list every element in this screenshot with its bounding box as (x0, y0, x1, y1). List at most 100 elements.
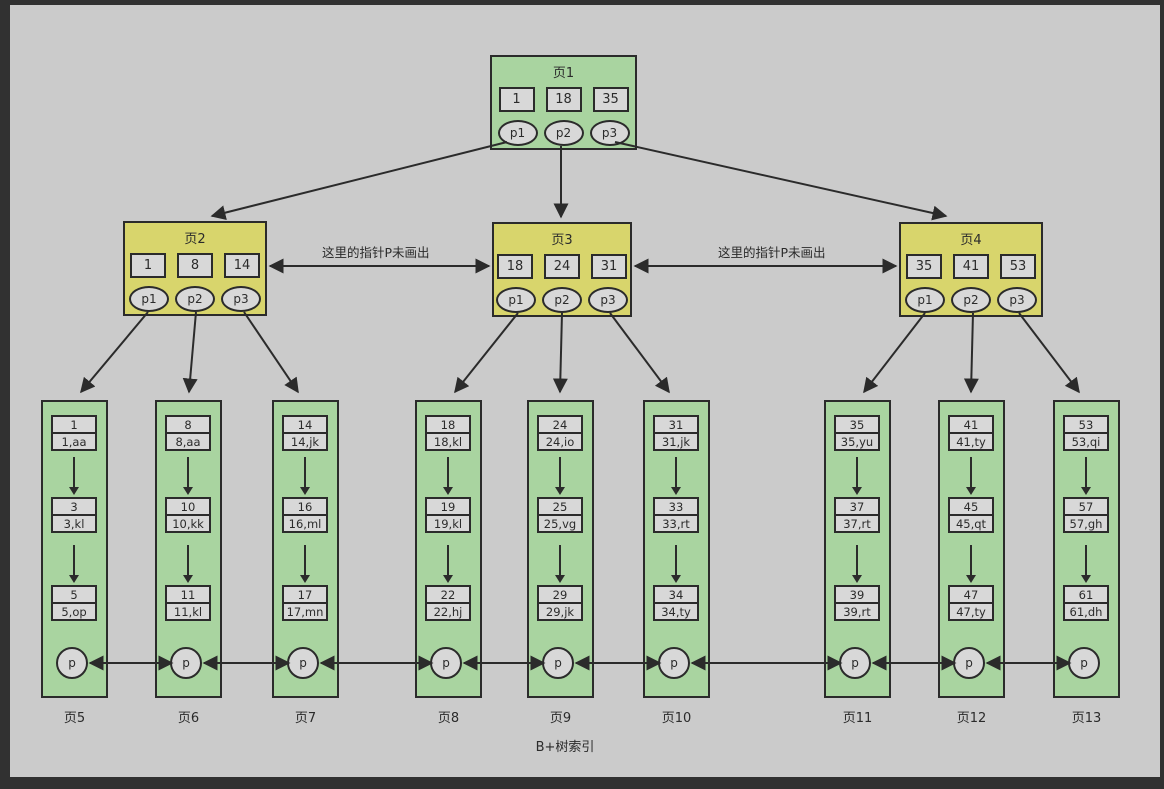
record-link-arrow (443, 457, 453, 495)
record-value-cell: 29,jk (537, 602, 583, 621)
record-link-arrow (69, 457, 79, 495)
pointer-oval: p2 (542, 287, 582, 313)
leaf-record: 47 47,ty (948, 585, 994, 621)
key-cell: 18 (545, 87, 582, 112)
key-cell: 1 (130, 253, 166, 278)
leaf-pointer-circle: p (1068, 647, 1100, 679)
leaf-pointer-circle: p (658, 647, 690, 679)
leaf-page-node-13: 53 53,qi 57 57,gh 61 61,dh p (1053, 400, 1120, 698)
leaf-record: 5 5,op (51, 585, 97, 621)
key-cell: 1 (498, 87, 535, 112)
leaf-record: 61 61,dh (1063, 585, 1109, 621)
record-value-cell: 57,gh (1063, 514, 1109, 533)
key-row: 1 18 35 (492, 87, 635, 112)
record-value-cell: 16,ml (282, 514, 328, 533)
record-value-cell: 61,dh (1063, 602, 1109, 621)
record-value-cell: 35,yu (834, 432, 880, 451)
leaf-pointer-circle: p (430, 647, 462, 679)
leaf-record: 11 11,kl (165, 585, 211, 621)
diagram-background: 页1 1 18 35 p1 p2 p3 页2 1 8 14 p1 p2 p3 页… (10, 5, 1160, 777)
index-page-node-2: 页2 1 8 14 p1 p2 p3 (123, 221, 267, 316)
leaf-page-label: 页9 (549, 711, 572, 726)
leaf-record: 45 45,qt (948, 497, 994, 533)
key-cell: 41 (953, 254, 989, 279)
record-link-arrow (852, 457, 862, 495)
leaf-page-label: 页12 (956, 711, 987, 726)
leaf-pointer-circle: p (542, 647, 574, 679)
record-link-arrow (555, 545, 565, 583)
pointer-row: p1 p2 p3 (901, 287, 1041, 313)
record-value-cell: 18,kl (425, 432, 471, 451)
key-cell: 14 (224, 253, 260, 278)
index-page-node-1: 页1 1 18 35 p1 p2 p3 (490, 55, 637, 150)
record-value-cell: 47,ty (948, 602, 994, 621)
leaf-pointer-circle: p (56, 647, 88, 679)
record-key-cell: 53 (1063, 415, 1109, 434)
record-value-cell: 3,kl (51, 514, 97, 533)
record-value-cell: 17,mn (282, 602, 328, 621)
pointer-oval: p3 (589, 120, 630, 146)
index-page-node-4: 页4 35 41 53 p1 p2 p3 (899, 222, 1043, 317)
leaf-record: 16 16,ml (282, 497, 328, 533)
page-title: 页2 (184, 232, 206, 247)
record-value-cell: 14,jk (282, 432, 328, 451)
record-value-cell: 34,ty (653, 602, 699, 621)
key-cell: 35 (906, 254, 942, 279)
leaf-record: 22 22,hj (425, 585, 471, 621)
leaf-record: 1 1,aa (51, 415, 97, 451)
record-value-cell: 5,op (51, 602, 97, 621)
record-value-cell: 22,hj (425, 602, 471, 621)
record-link-arrow (966, 545, 976, 583)
leaf-record: 53 53,qi (1063, 415, 1109, 451)
key-row: 18 24 31 (494, 254, 630, 279)
record-key-cell: 3 (51, 497, 97, 516)
leaf-page-label: 页5 (63, 711, 86, 726)
key-cell: 24 (544, 254, 580, 279)
record-value-cell: 41,ty (948, 432, 994, 451)
pointer-row: p1 p2 p3 (494, 287, 630, 313)
index-page-node-3: 页3 18 24 31 p1 p2 p3 (492, 222, 632, 317)
record-key-cell: 14 (282, 415, 328, 434)
pointer-oval: p3 (997, 287, 1037, 313)
leaf-record: 39 39,rt (834, 585, 880, 621)
record-value-cell: 24,io (537, 432, 583, 451)
leaf-record: 19 19,kl (425, 497, 471, 533)
record-value-cell: 45,qt (948, 514, 994, 533)
leaf-record: 24 24,io (537, 415, 583, 451)
record-value-cell: 19,kl (425, 514, 471, 533)
leaf-record: 10 10,kk (165, 497, 211, 533)
record-key-cell: 57 (1063, 497, 1109, 516)
key-cell: 35 (592, 87, 629, 112)
record-link-arrow (300, 457, 310, 495)
leaf-record: 14 14,jk (282, 415, 328, 451)
record-value-cell: 33,rt (653, 514, 699, 533)
pointer-oval: p1 (129, 286, 169, 312)
leaf-pointer-circle: p (839, 647, 871, 679)
record-value-cell: 1,aa (51, 432, 97, 451)
leaf-record: 29 29,jk (537, 585, 583, 621)
leaf-record: 8 8,aa (165, 415, 211, 451)
record-link-arrow (852, 545, 862, 583)
leaf-record: 25 25,vg (537, 497, 583, 533)
leaf-record: 34 34,ty (653, 585, 699, 621)
pointer-oval: p1 (905, 287, 945, 313)
leaf-page-label: 页10 (661, 711, 692, 726)
key-row: 1 8 14 (125, 253, 265, 278)
page-title: 页3 (551, 233, 573, 248)
leaf-page-node-6: 8 8,aa 10 10,kk 11 11,kl p (155, 400, 222, 698)
page-title: 页4 (960, 233, 982, 248)
key-cell: 53 (1000, 254, 1036, 279)
record-key-cell: 45 (948, 497, 994, 516)
pointer-oval: p3 (588, 287, 628, 313)
leaf-page-node-7: 14 14,jk 16 16,ml 17 17,mn p (272, 400, 339, 698)
leaf-record: 3 3,kl (51, 497, 97, 533)
pointer-note-left: 这里的指针P未画出 (322, 245, 430, 260)
record-link-arrow (671, 457, 681, 495)
record-link-arrow (443, 545, 453, 583)
pointer-note-right: 这里的指针P未画出 (718, 245, 826, 260)
record-value-cell: 31,jk (653, 432, 699, 451)
record-value-cell: 25,vg (537, 514, 583, 533)
leaf-page-node-10: 31 31,jk 33 33,rt 34 34,ty p (643, 400, 710, 698)
record-key-cell: 22 (425, 585, 471, 604)
